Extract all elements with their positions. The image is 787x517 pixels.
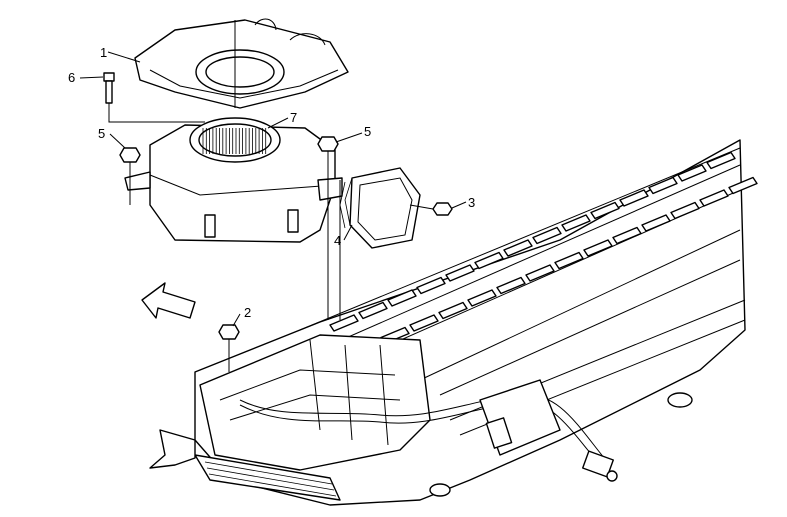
callout-5-right: 5	[364, 124, 371, 139]
battery-cell-block	[554, 251, 584, 270]
battery-cell-block	[358, 301, 388, 320]
wiring-harness	[239, 394, 611, 466]
callout-4: 4	[334, 233, 341, 248]
battery-cell-block	[619, 189, 649, 207]
battery-cell-block	[561, 214, 591, 232]
mount-foot-front	[429, 483, 451, 497]
callout-1: 1	[100, 45, 107, 60]
assembly-axis-nut-3	[409, 204, 434, 210]
battery-cell-block	[438, 301, 468, 320]
callout-6: 6	[68, 70, 75, 85]
front-vent-grill	[194, 454, 341, 501]
battery-cell-block	[496, 276, 526, 295]
battery-cell-block	[329, 314, 359, 332]
battery-cell-modules	[329, 151, 758, 357]
battery-cell-block	[532, 226, 562, 245]
battery-cell-block	[474, 251, 504, 270]
nut-2	[218, 324, 240, 340]
fan-upper-cover	[134, 18, 349, 109]
battery-cell-block	[706, 151, 736, 170]
callout-7: 7	[290, 110, 297, 125]
battery-cell-block	[648, 176, 678, 195]
mount-foot-right	[667, 392, 693, 408]
battery-cell-block	[387, 289, 417, 307]
front-direction-arrow	[141, 282, 196, 319]
battery-cell-block	[670, 201, 700, 220]
air-duct	[339, 167, 421, 249]
battery-cell-block	[728, 176, 758, 195]
battery-cell-block	[467, 289, 497, 307]
blower-fan-housing	[124, 117, 343, 243]
battery-cell-block	[612, 226, 642, 245]
callout-3: 3	[468, 195, 475, 210]
harness-connector	[582, 450, 618, 482]
callout-2: 2	[244, 305, 251, 320]
tray-tab-left	[149, 429, 196, 469]
battery-cell-block	[409, 314, 439, 332]
nut-5-left	[119, 147, 141, 163]
battery-pack-assembly	[149, 139, 758, 506]
assembly-axis-bolt	[108, 103, 205, 123]
fan-impeller-blades	[202, 128, 267, 154]
battery-cell-block	[503, 239, 533, 257]
battery-cell-block	[590, 201, 620, 220]
battery-cell-block	[583, 239, 613, 257]
battery-cell-block	[699, 189, 729, 207]
battery-cell-block	[416, 276, 446, 295]
callout-5-left: 5	[98, 126, 105, 141]
battery-cell-block	[525, 264, 555, 282]
battery-cell-block	[641, 214, 671, 232]
battery-cell-block	[445, 264, 475, 282]
bolt-6	[103, 72, 115, 104]
battery-cell-block	[677, 164, 707, 182]
nut-5-right	[317, 136, 339, 152]
front-bracket	[199, 334, 431, 471]
nut-3	[432, 202, 453, 216]
